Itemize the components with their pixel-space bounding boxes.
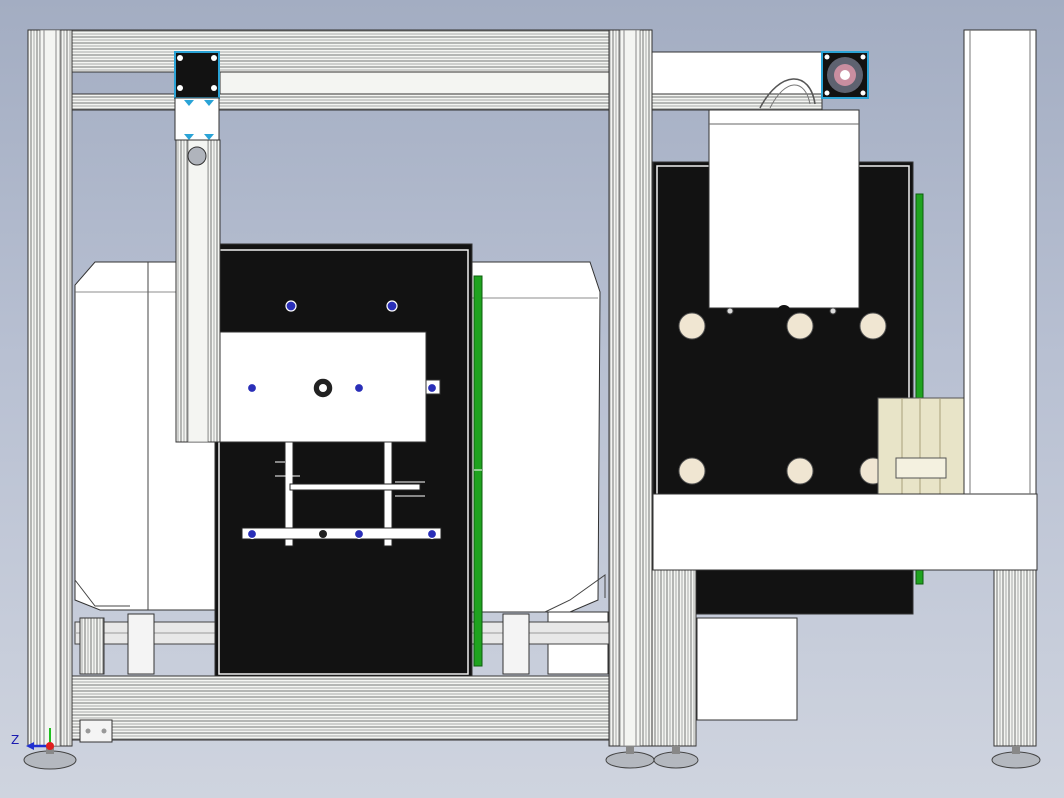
bolts — [246, 300, 438, 540]
center-plate — [214, 243, 483, 677]
carriage-panel — [219, 331, 441, 443]
right-lower-block — [652, 493, 1038, 721]
right-post — [963, 29, 1037, 747]
top-bracket — [174, 51, 220, 166]
fan-icon — [759, 51, 869, 109]
coordinate-triad-icon — [26, 728, 54, 750]
motor-block — [877, 397, 965, 495]
right-housing — [471, 261, 609, 675]
hanging-post — [175, 139, 221, 443]
axis-label: Z — [11, 733, 20, 747]
left-post — [27, 29, 73, 747]
upper-box — [708, 109, 860, 319]
bottom-beam — [71, 675, 611, 743]
center-right-post — [651, 569, 697, 747]
carriage-rods — [241, 441, 442, 547]
center-post — [608, 29, 653, 747]
leveling-feet — [23, 746, 1041, 770]
